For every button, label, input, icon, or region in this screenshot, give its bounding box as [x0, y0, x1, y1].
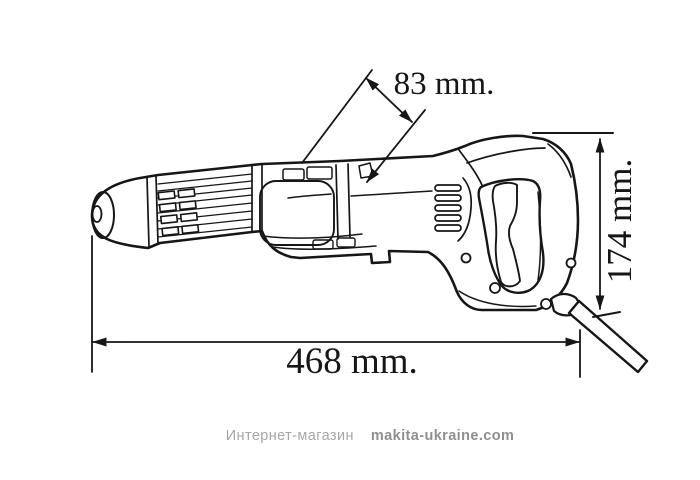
- handle-inner-bottom: [458, 290, 537, 308]
- body-midline: [350, 190, 433, 197]
- body-panel: [259, 180, 335, 246]
- barrel-ribs: [157, 173, 253, 238]
- dimension-diagonal-83: 83 mm.: [301, 66, 495, 183]
- bottom-detail-1: [312, 239, 334, 250]
- handle-creases: [458, 143, 572, 186]
- watermark: Интернет-магазин makita-ukraine.com: [20, 428, 700, 444]
- motor-vents: [434, 184, 462, 232]
- collar-lines: [146, 175, 159, 248]
- top-detail-2: [306, 166, 333, 180]
- barrel-edges: [251, 163, 263, 233]
- body-panel-crease: [287, 193, 332, 199]
- dimension-label-diagonal: 83 mm.: [394, 66, 495, 102]
- barrel-vent-slots: [157, 188, 200, 237]
- handle-inner-rear: [537, 191, 542, 281]
- watermark-site-label: makita-ukraine.com: [370, 428, 515, 444]
- bottom-detail-2: [336, 237, 356, 248]
- dim83-leader-line-right: [366, 109, 426, 183]
- dimension-label-height: 174 mm.: [600, 159, 639, 283]
- dimension-height-174: 174 mm.: [532, 132, 639, 318]
- nose-cap-hole: [91, 205, 103, 223]
- watermark-store-label: Интернет-магазин: [225, 428, 354, 444]
- dimension-label-length: 468 mm.: [286, 341, 418, 382]
- dim83-extension-line-left: [301, 69, 373, 164]
- dimension-length-468: 468 mm.: [91, 235, 581, 382]
- dim174-tick-bottom: [592, 311, 621, 318]
- body-band-lines: [335, 163, 351, 240]
- tool-illustration: [90, 134, 649, 374]
- trigger: [491, 181, 521, 288]
- screw-holes: [460, 252, 577, 310]
- motor-vent-boundary: [457, 177, 473, 242]
- top-detail-1: [282, 168, 305, 181]
- power-cord: [567, 299, 649, 374]
- dim83-arrow: [365, 77, 413, 123]
